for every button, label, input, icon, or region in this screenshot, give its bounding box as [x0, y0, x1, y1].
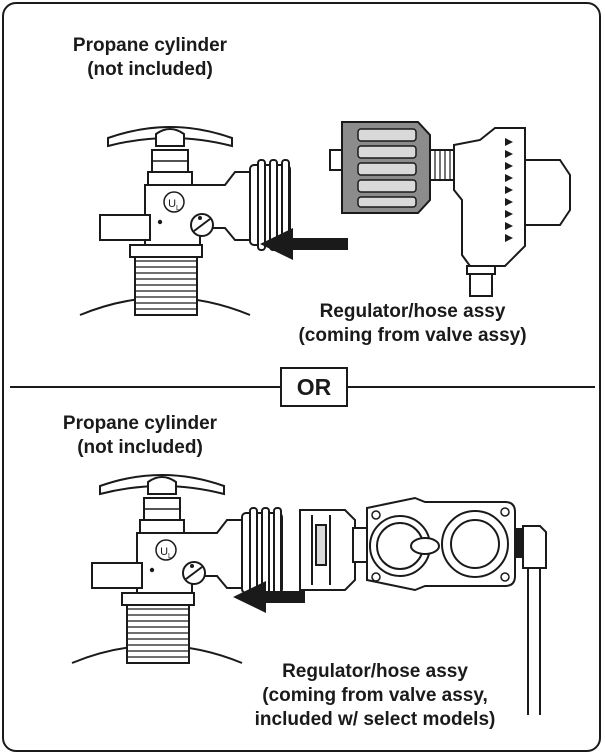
- top-connection-arrow: [260, 228, 348, 260]
- bottom-connection-arrow: [233, 581, 305, 613]
- bottom-cylinder-label: Propane cylinder (not included): [62, 413, 218, 458]
- bottom-regulator-assembly: [299, 496, 547, 715]
- or-divider-label: OR: [280, 367, 348, 407]
- top-propane-cylinder: [79, 126, 291, 316]
- top-cylinder-label: Propane cylinder (not included): [72, 35, 228, 80]
- top-regulator-label: Regulator/hose assy (coming from valve a…: [298, 301, 527, 346]
- bottom-propane-cylinder: [71, 474, 283, 664]
- top-regulator-assembly: [329, 121, 571, 297]
- bottom-regulator-label: Regulator/hose assy (coming from valve a…: [254, 661, 496, 730]
